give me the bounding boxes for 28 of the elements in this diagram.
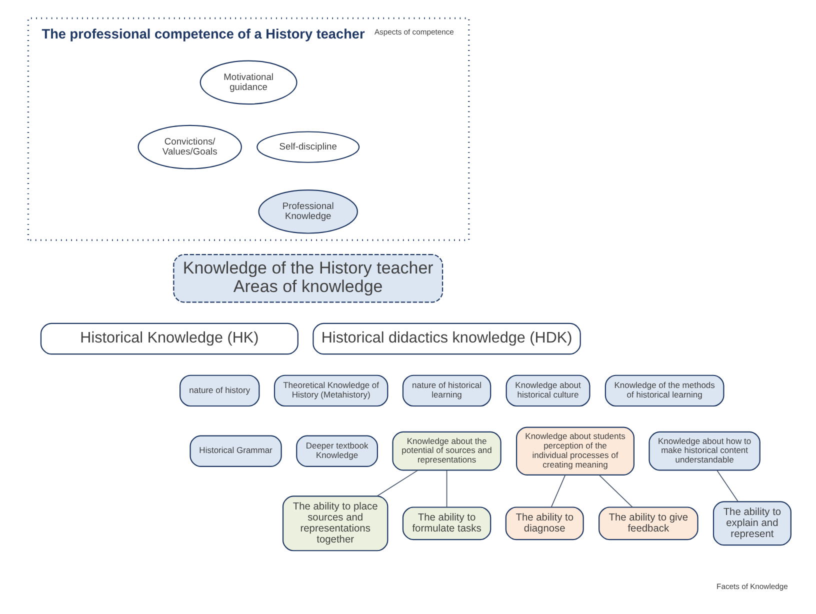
node-box: Theoretical Knowledge of History (Metahistory) (273, 374, 388, 407)
node-box: Historical didactics knowledge (HDK) (312, 322, 580, 355)
node-box: The ability to formulate tasks (402, 506, 491, 540)
node-box: Knowledge about how to make historical content understandable (648, 431, 760, 471)
node-box: Historical Grammar (189, 435, 282, 467)
node-box: Knowledge of the History teacher Areas of knowledge (172, 254, 443, 303)
connector (550, 474, 566, 508)
connector (598, 474, 632, 508)
label: Facets of Knowledge (716, 582, 788, 592)
node-box: Deeper textbook Knowledge (296, 435, 378, 467)
node-ellipse: Professional Knowledge (258, 189, 358, 234)
node-ellipse: Self-discipline (256, 131, 360, 163)
node-box: Knowledge about the potential of sources and representations (392, 431, 501, 471)
node-ellipse: Motivational guidance (199, 60, 297, 105)
node-box: The ability to explain and represent (712, 501, 791, 546)
node-box: The ability to give feedback (598, 506, 698, 540)
connector (446, 470, 447, 508)
node-box: Historical Knowledge (HK) (40, 322, 298, 355)
node-ellipse: Convictions/ Values/Goals (137, 124, 242, 170)
connector (716, 470, 738, 502)
node-box: nature of historical learning (402, 374, 491, 407)
node-box: The ability to place sources and representations together (282, 496, 388, 552)
node-box: nature of history (179, 374, 260, 407)
node-box: Knowledge about students perception of the individual processes of creating meaning (516, 426, 634, 476)
node-box: Knowledge of the methods of historical learning (604, 374, 724, 407)
connector (376, 470, 418, 496)
node-box: The ability to diagnose (504, 506, 584, 540)
node-box: Knowledge about historical culture (505, 374, 590, 407)
